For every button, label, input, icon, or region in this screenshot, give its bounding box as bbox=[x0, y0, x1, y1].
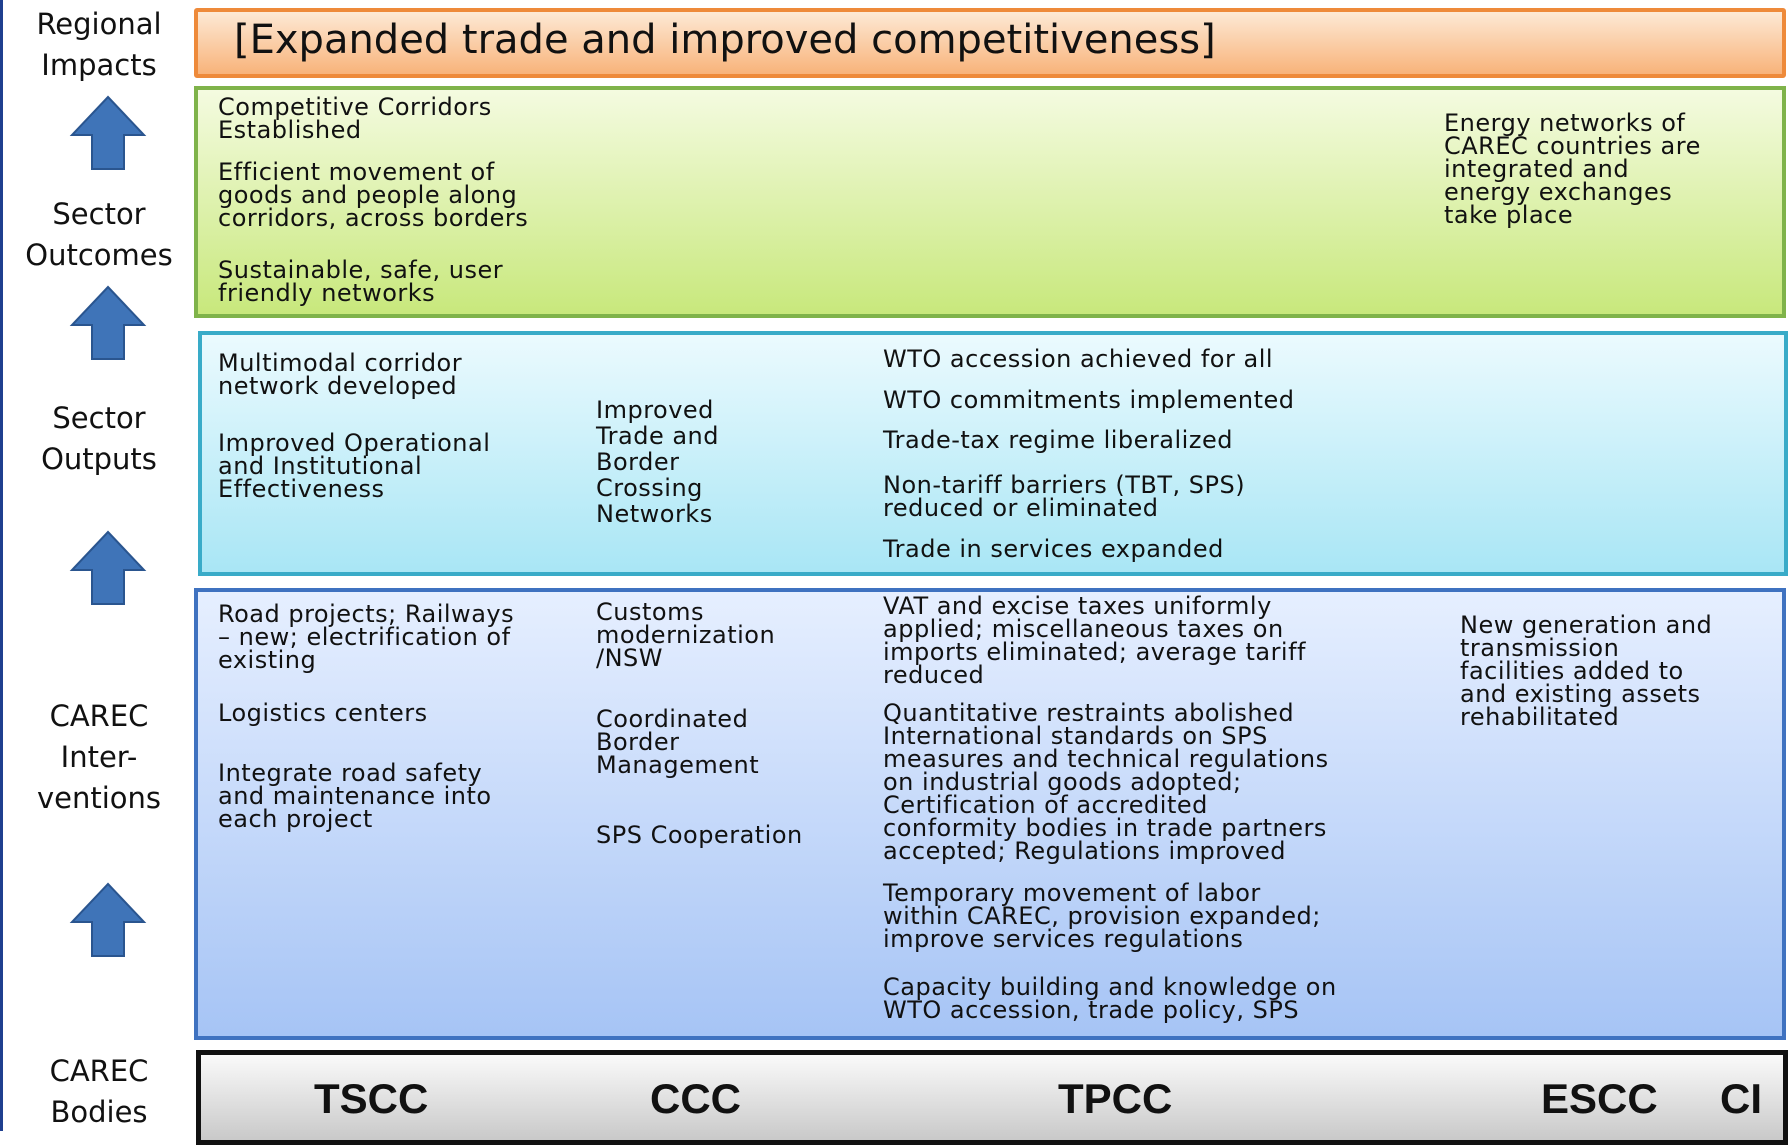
intervention-transport-3: Integrate road safety and maintenance in… bbox=[218, 759, 492, 833]
output-customs: Improved Trade and Border Crossing Netwo… bbox=[596, 396, 719, 528]
intervention-energy: New generation and transmission faciliti… bbox=[1460, 611, 1713, 731]
body-label-ccc: CCC bbox=[650, 1075, 741, 1122]
intervention-transport-2: Logistics centers bbox=[218, 699, 428, 727]
body-label-tpcc: TPCC bbox=[1058, 1075, 1173, 1122]
output-trade-1: WTO accession achieved for all bbox=[883, 345, 1274, 373]
row-label-carec-interventions: CAREC Inter- ventions bbox=[36, 699, 162, 815]
intervention-trade-2: Quantitative restraints abolished Intern… bbox=[883, 699, 1329, 865]
output-trade-3: Trade-tax regime liberalized bbox=[883, 426, 1233, 454]
up-arrow-icon bbox=[69, 530, 147, 605]
regional-impacts-band bbox=[194, 8, 1786, 78]
output-trade-5: Trade in services expanded bbox=[883, 535, 1224, 563]
body-label-ci: CI bbox=[1720, 1075, 1762, 1122]
intervention-trade-1: VAT and excise taxes uniformly applied; … bbox=[883, 592, 1306, 689]
intervention-customs-3: SPS Cooperation bbox=[596, 821, 803, 849]
intervention-trade-4: Capacity building and knowledge on WTO a… bbox=[883, 973, 1337, 1024]
intervention-customs-2: Coordinated Border Management bbox=[596, 705, 760, 779]
output-trade-2: WTO commitments implemented bbox=[883, 386, 1295, 414]
output-trade-4: Non-tariff barriers (TBT, SPS) reduced o… bbox=[883, 471, 1246, 522]
sector-outcomes-band bbox=[194, 86, 1786, 318]
sector-outputs-band bbox=[198, 331, 1788, 576]
outcome-transport-3: Sustainable, safe, user friendly network… bbox=[218, 256, 504, 307]
body-label-tscc: TSCC bbox=[314, 1075, 429, 1122]
body-label-escc: ESCC bbox=[1541, 1075, 1658, 1122]
intervention-customs-1: Customs modernization /NSW bbox=[596, 598, 776, 672]
up-arrow-icon bbox=[69, 285, 147, 360]
output-transport-1: Multimodal corridor network developed bbox=[218, 349, 463, 400]
row-label-sector-outputs: Sector Outputs bbox=[41, 401, 157, 476]
outcome-energy: Energy networks of CAREC countries are i… bbox=[1444, 109, 1701, 229]
up-arrow-icon bbox=[69, 882, 147, 957]
regional-impact-text: [Expanded trade and improved competitive… bbox=[234, 17, 1216, 63]
row-label-carec-bodies: CAREC Bodies bbox=[49, 1054, 149, 1129]
intervention-trade-3: Temporary movement of labor within CAREC… bbox=[883, 879, 1321, 953]
up-arrow-icon bbox=[69, 95, 147, 170]
outcome-transport-2: Efficient movement of goods and people a… bbox=[218, 158, 529, 232]
left-frame-line bbox=[0, 0, 3, 1131]
outcome-transport-1: Competitive Corridors Established bbox=[218, 93, 492, 144]
intervention-transport-1: Road projects; Railways – new; electrifi… bbox=[218, 600, 515, 674]
output-transport-2: Improved Operational and Institutional E… bbox=[218, 429, 491, 503]
interventions-band bbox=[194, 588, 1786, 1040]
row-label-regional-impacts: Regional Impacts bbox=[36, 7, 162, 82]
row-label-sector-outcomes: Sector Outcomes bbox=[25, 197, 173, 272]
